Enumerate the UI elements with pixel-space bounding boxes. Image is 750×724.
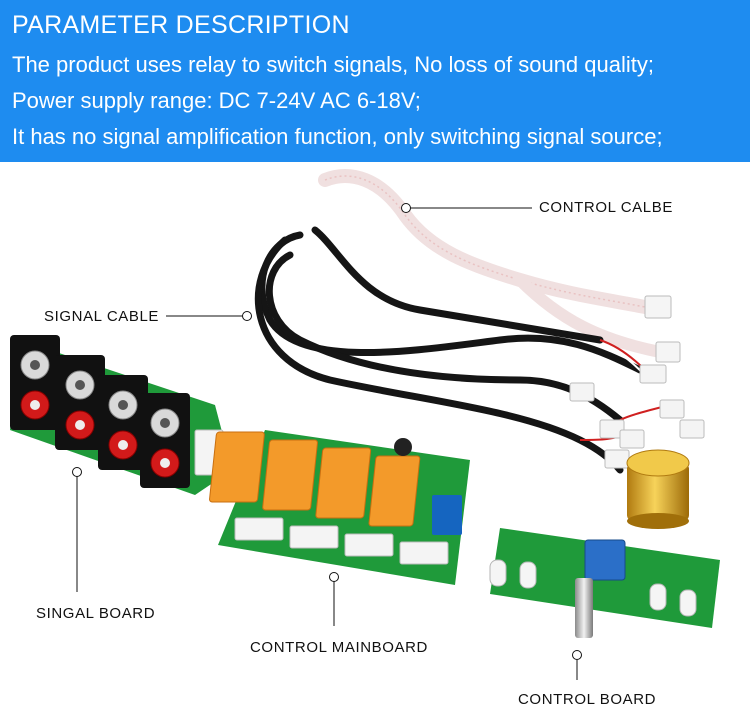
encoder-shaft [575,578,593,638]
callout-control-mainboard: CONTROL MAINBOARD [250,639,428,656]
parameter-banner: PARAMETER DESCRIPTION The product uses r… [0,0,750,162]
led-icon [489,559,697,617]
capacitor [394,438,412,456]
callout-signal-board: SINGAL BOARD [36,605,156,622]
signal-board [10,335,232,495]
callout-leaders [72,203,582,680]
control-mainboard [209,430,470,585]
connector-icon [644,295,672,319]
control-board [489,528,720,638]
connector-icon [234,517,449,565]
banner-line-3: It has no signal amplification function,… [12,124,663,149]
rca-jack-icon [55,355,105,450]
wire-connectors [569,364,705,469]
relay-icon [209,431,421,527]
rca-jack-icon [10,335,60,430]
signal-cable [254,226,644,474]
rca-jack-icon [98,375,148,470]
callout-control-cable: CONTROL CALBE [539,199,673,216]
terminal-block [432,495,462,535]
banner-title: PARAMETER DESCRIPTION [12,11,350,39]
banner-line-2: Power supply range: DC 7-24V AC 6-18V; [12,88,421,113]
control-cable [318,169,681,363]
rotary-encoder-icon [584,539,626,581]
rca-jack-icon [140,393,190,488]
knob-icon [626,449,690,529]
callout-signal-cable: SIGNAL CABLE [44,308,160,325]
callout-control-board: CONTROL BOARD [518,691,657,708]
connector-icon [655,341,681,363]
banner-line-1: The product uses relay to switch signals… [12,52,654,77]
